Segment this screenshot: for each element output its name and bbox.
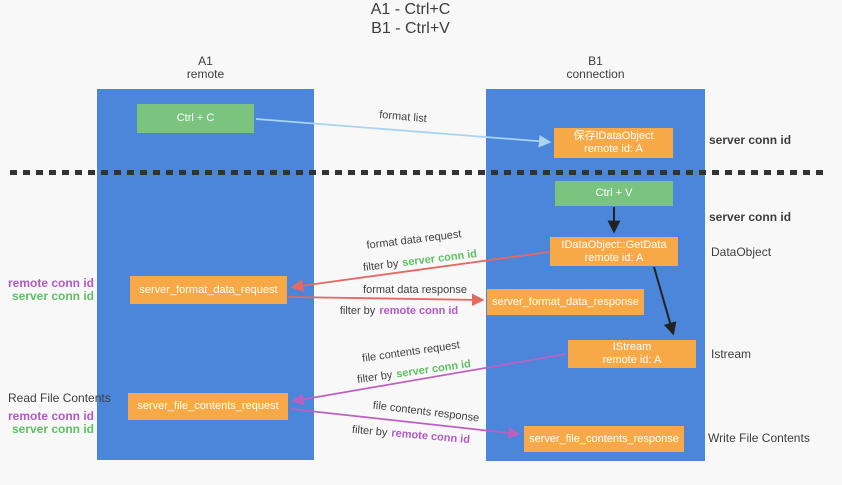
dataobject-label: DataObject — [711, 245, 772, 259]
node-server-format-data-response: server_format_data_response — [487, 289, 644, 315]
remote-conn-id-label: remote conn id — [7, 409, 94, 423]
node-istream-line2: remote id: A — [602, 354, 662, 366]
label-file-contents-response: file contents response — [372, 399, 480, 425]
node-ctrl-c: Ctrl + C — [137, 104, 254, 133]
node-istream: IStream remote id: A — [568, 340, 696, 368]
node-save-idataobject: 保存IDataObject remote id: A — [554, 128, 673, 158]
session-divider-line — [10, 170, 824, 175]
title-line-1: A1 - Ctrl+C — [370, 1, 451, 18]
node-save-idataobject-line1: 保存IDataObject — [573, 130, 654, 142]
lane-a1-role: remote — [186, 67, 225, 81]
filter-by-text: filter by — [351, 423, 388, 439]
node-ctrl-v: Ctrl + V — [555, 181, 673, 206]
node-server-file-contents-request-label: server_file_contents_request — [137, 400, 279, 412]
server-conn-id-label: server conn id — [11, 422, 94, 436]
node-getdata-line2: remote id: A — [584, 251, 644, 264]
node-server-file-contents-response: server_file_contents_response — [524, 426, 684, 452]
node-ctrl-v-label: Ctrl + V — [595, 187, 633, 199]
node-server-format-data-response-label: server_format_data_response — [492, 295, 639, 308]
server-conn-id-text: server conn id — [401, 248, 478, 270]
filter-by-text: filter by — [362, 257, 400, 274]
lane-b1-id: B1 — [588, 54, 603, 68]
label-format-data-request: format data request — [365, 228, 463, 252]
lane-b1-role: connection — [566, 67, 625, 81]
node-idataobject-getdata: IDataObject::GetData remote id: A — [550, 237, 678, 266]
filter-by-text: filter by — [339, 305, 376, 317]
node-server-format-data-request-label: server_format_data_request — [139, 283, 278, 296]
read-file-contents-label: Read File Contents — [8, 391, 111, 405]
node-istream-line1: IStream — [612, 341, 652, 353]
arrow-format-data-response — [287, 293, 485, 307]
remote-conn-id-text: remote conn id — [390, 427, 471, 447]
node-getdata-line1: IDataObject::GetData — [561, 238, 667, 251]
istream-label: Istream — [711, 347, 752, 361]
label-format-list: format list — [378, 108, 428, 126]
server-conn-id-text: server conn id — [395, 358, 472, 381]
remote-conn-id-text: remote conn id — [379, 305, 459, 317]
lane-a1-id: A1 — [198, 54, 213, 68]
conn-id-annotation-format-request: remote conn id server conn id — [0, 277, 94, 303]
node-ctrl-c-label: Ctrl + C — [176, 112, 215, 124]
node-server-format-data-request: server_format_data_request — [130, 276, 287, 304]
server-conn-id-annotation-top: server conn id — [709, 133, 792, 147]
lane-header-a1: A1 remote — [97, 55, 314, 81]
write-file-contents-label: Write File Contents — [708, 431, 810, 445]
filter-by-text: filter by — [356, 369, 394, 386]
node-save-idataobject-line2: remote id: A — [584, 143, 643, 155]
title-line-2: B1 - Ctrl+V — [371, 20, 450, 37]
diagram-title: A1 - Ctrl+C B1 - Ctrl+V — [0, 0, 821, 38]
server-conn-id-label: server conn id — [11, 289, 94, 303]
node-server-file-contents-response-label: server_file_contents_response — [529, 432, 679, 445]
lane-header-b1: B1 connection — [486, 55, 705, 81]
server-conn-id-annotation-mid: server conn id — [709, 210, 792, 224]
remote-conn-id-label: remote conn id — [7, 276, 94, 290]
label-format-data-response: format data response — [363, 284, 467, 296]
conn-id-annotation-file-request: remote conn id server conn id — [0, 410, 94, 436]
node-server-file-contents-request: server_file_contents_request — [128, 393, 288, 420]
